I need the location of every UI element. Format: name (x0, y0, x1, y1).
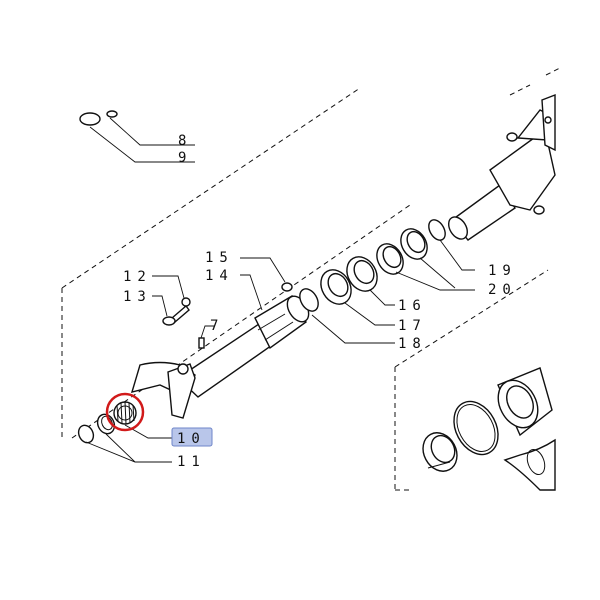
leader-9 (89, 126, 195, 163)
needle-bearing-10 (113, 401, 137, 425)
o-ring (453, 400, 499, 456)
callout-8[interactable]: 8 (178, 133, 192, 149)
callout-7[interactable]: 7 (210, 318, 224, 334)
yoke-fork-left (130, 361, 196, 419)
leader-8 (109, 117, 195, 146)
callout-11[interactable]: 11 (177, 454, 206, 470)
housing-bearing (497, 367, 556, 491)
leader-15 (240, 257, 286, 283)
sleeve-ring (422, 432, 458, 472)
leader-12 (152, 275, 185, 299)
leader-16 (369, 289, 395, 306)
yoke-shaft-right (448, 93, 556, 241)
circlip-19 (428, 219, 446, 241)
bolt-12 (162, 297, 191, 326)
ring-15 (281, 282, 293, 292)
assembly-boundary-top (509, 67, 561, 96)
snap-ring-8 (79, 110, 118, 126)
ring-20b (400, 228, 428, 260)
callout-12[interactable]: 12 (123, 269, 152, 285)
ring-18-circlip (299, 288, 319, 312)
leader-17 (344, 302, 395, 326)
callout-20[interactable]: 20 (488, 282, 517, 298)
leader-13 (152, 295, 168, 317)
leader-10 (124, 424, 172, 439)
ring-16 (346, 256, 378, 292)
selection-circle (105, 392, 145, 432)
ring-17 (320, 269, 352, 305)
callout-9[interactable]: 9 (178, 150, 192, 166)
grease-nipple-7 (198, 325, 214, 349)
callout-10[interactable]: 10 (177, 431, 206, 447)
leader-14 (240, 274, 263, 311)
callout-16[interactable]: 16 (398, 298, 427, 314)
callout-17[interactable]: 17 (398, 318, 427, 334)
assembly-boundary-left (61, 87, 411, 440)
assembly-boundary-right (394, 269, 549, 491)
callout-14[interactable]: 14 (205, 268, 234, 284)
leader-18 (311, 314, 395, 344)
leader-20 (395, 257, 475, 291)
callout-18[interactable]: 18 (398, 336, 427, 352)
callout-13[interactable]: 13 (123, 289, 152, 305)
drive-shaft-tube (176, 295, 310, 398)
leader-19 (439, 239, 475, 271)
leader-11 (85, 433, 172, 463)
snap-ring-11b (77, 424, 95, 444)
callout-15[interactable]: 15 (205, 250, 234, 266)
callout-19[interactable]: 19 (488, 263, 517, 279)
seal-ring-11a (96, 413, 116, 435)
callout-10-highlight[interactable] (171, 427, 213, 447)
